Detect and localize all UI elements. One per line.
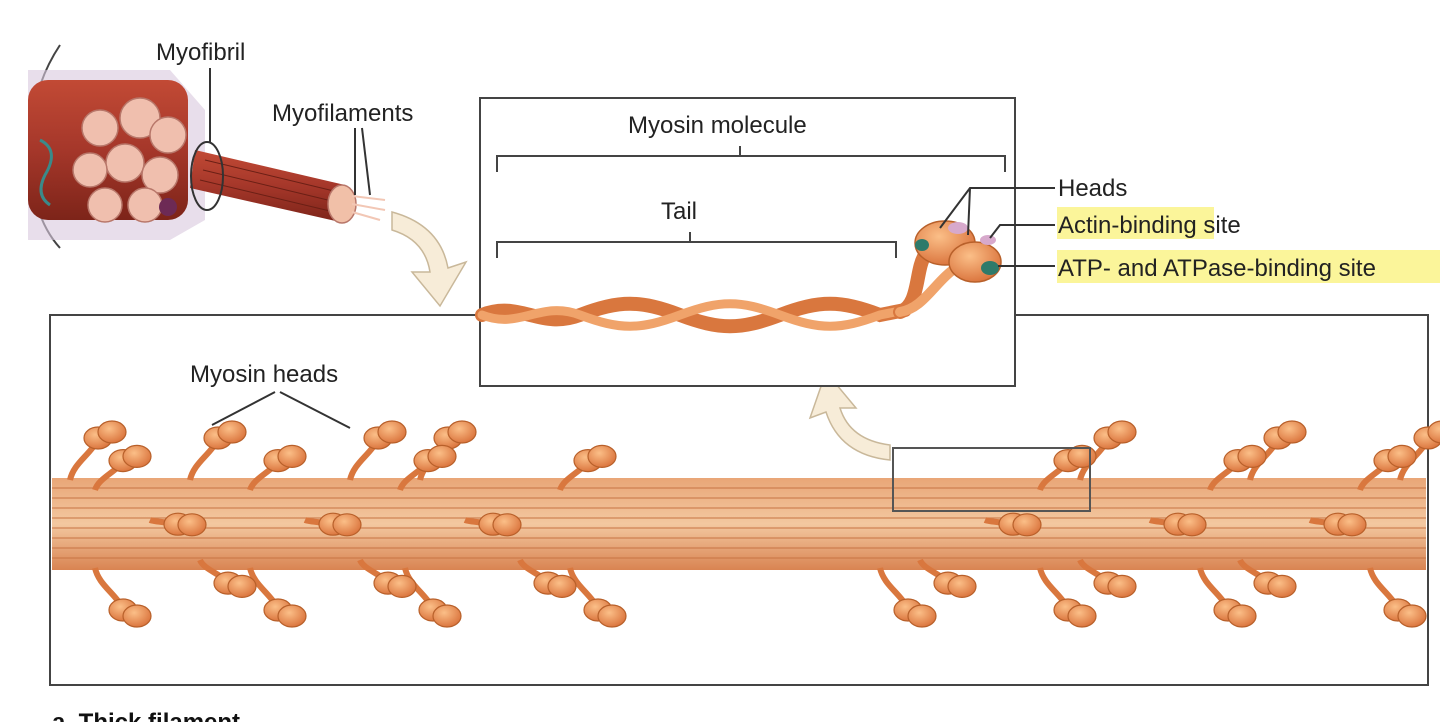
heads-leader xyxy=(939,187,1055,236)
myosin-head xyxy=(1308,512,1367,537)
myosin-molecule-heads xyxy=(914,220,1002,283)
myofilaments-label: Myofilaments xyxy=(272,100,413,127)
myosin-molecule-label: Myosin molecule xyxy=(628,112,807,139)
myofilaments-leader xyxy=(354,127,371,196)
myosin-head xyxy=(67,420,127,481)
myosin-head xyxy=(1148,512,1207,537)
heads-label: Heads xyxy=(1058,175,1127,202)
myosin-head xyxy=(148,512,207,537)
molecule-bracket xyxy=(496,146,1006,172)
atp-binding-highlight xyxy=(1057,250,1440,283)
myosin-head xyxy=(1197,567,1257,628)
myosin-head xyxy=(557,444,617,492)
thick-filament xyxy=(52,420,1440,628)
myosin-head xyxy=(517,558,577,599)
myosin-head xyxy=(1237,558,1297,599)
myosin-head xyxy=(197,558,257,599)
myosin-head xyxy=(1037,567,1097,628)
myosin-head xyxy=(917,558,977,599)
myosin-head xyxy=(1077,558,1137,599)
myosin-head xyxy=(303,512,362,537)
myosin-head xyxy=(417,420,477,481)
myosin-head xyxy=(1357,444,1417,492)
myosin-head xyxy=(357,558,417,599)
actin-binding-leader xyxy=(989,224,1055,239)
actin-binding-site-label: Actin-binding site xyxy=(1058,212,1241,239)
myosin-head xyxy=(877,567,937,628)
myosin-head xyxy=(247,444,307,492)
myosin-head xyxy=(92,567,152,628)
myosin-head xyxy=(397,444,457,492)
myosin-heads-label: Myosin heads xyxy=(190,361,338,388)
zoom-selection-box xyxy=(892,447,1091,512)
myosin-head xyxy=(92,444,152,492)
atp-site-marker xyxy=(915,239,929,251)
myosin-heads-group xyxy=(67,420,1440,628)
myosin-heads-leader xyxy=(211,391,351,429)
atp-binding-site-label: ATP- and ATPase-binding site xyxy=(1058,255,1376,282)
myosin-head xyxy=(347,420,407,481)
muscle-fiber-illustration xyxy=(28,44,386,249)
zoom-arrow-down-icon xyxy=(391,211,468,308)
myofibril-label: Myofibril xyxy=(156,39,245,66)
tail-bracket xyxy=(496,232,897,258)
myosin-head xyxy=(247,567,307,628)
myosin-head xyxy=(402,567,462,628)
tail-label: Tail xyxy=(661,198,697,225)
actin-binding-highlight xyxy=(1057,207,1214,239)
figure-caption: a. Thick filament xyxy=(52,709,240,722)
myosin-head xyxy=(567,567,627,628)
myosin-head xyxy=(983,512,1042,537)
myosin-head xyxy=(1207,444,1267,492)
myosin-head xyxy=(463,512,522,537)
myosin-head xyxy=(187,420,247,481)
myosin-head xyxy=(1367,567,1427,628)
